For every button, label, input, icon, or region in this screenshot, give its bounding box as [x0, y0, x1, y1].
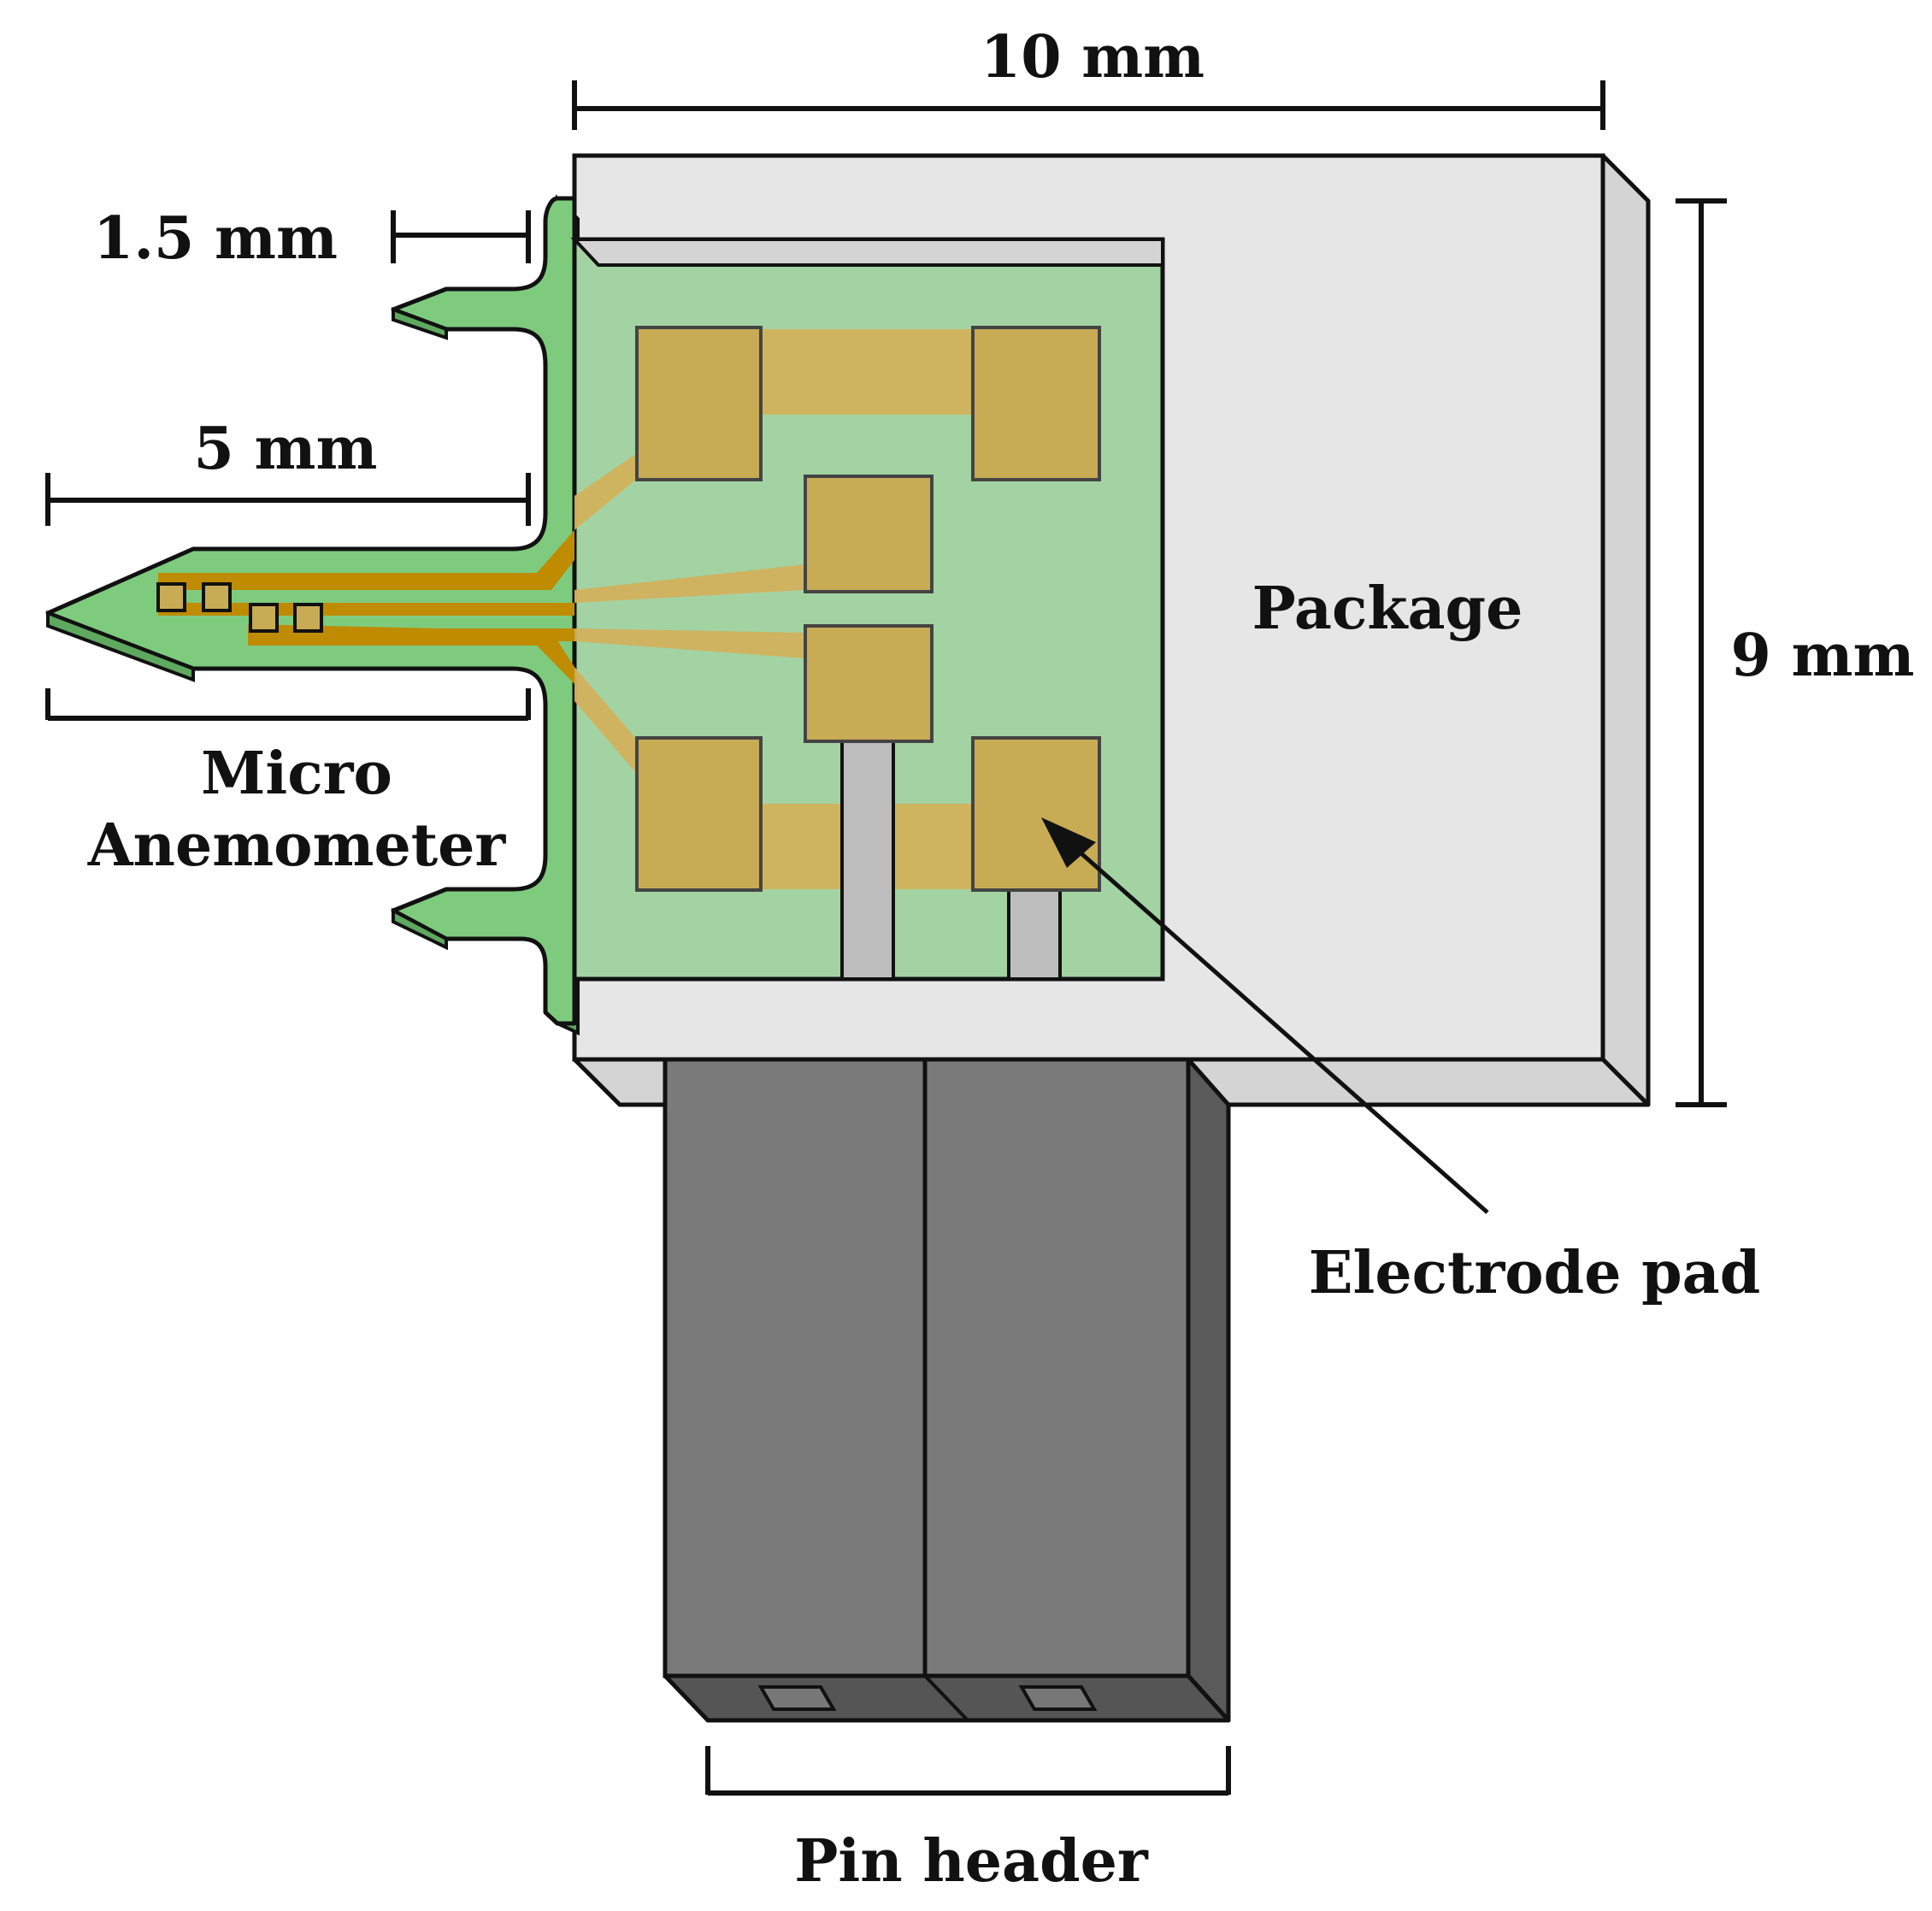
- electrode-pad: [971, 736, 1101, 892]
- electrode-arrow: [1041, 817, 1489, 1214]
- trace-group: [574, 329, 975, 889]
- pin-header-cell-right: [922, 1057, 1191, 1678]
- electrode-pad: [971, 326, 1101, 481]
- micro-bracket: [45, 688, 531, 721]
- pin-header-label: Pin header: [794, 1827, 1149, 1896]
- dim-width: [572, 80, 1605, 130]
- pin-metal: [1007, 888, 1062, 981]
- electrode-pad: [635, 736, 763, 892]
- micro-anemometer-label-line1: Micro: [201, 740, 392, 808]
- pin-hole: [1018, 1685, 1098, 1711]
- probe-dimension-label: 5 mm: [194, 415, 378, 483]
- pin-header: [663, 1057, 1231, 1723]
- electrode-pad: [804, 624, 934, 743]
- pin-header-cell-left: [663, 1057, 928, 1678]
- sensor-element: [202, 582, 232, 612]
- package-side-right: [1600, 153, 1651, 1107]
- pin-header-side: [1186, 1057, 1231, 1723]
- package-label: Package: [1252, 575, 1523, 643]
- electrode-pads: [635, 326, 1101, 892]
- sensor-element: [249, 603, 279, 633]
- electrode-pad: [804, 475, 934, 593]
- dim-probe: [45, 473, 531, 526]
- arrow-head: [1041, 817, 1096, 868]
- pin-header-bracket: [705, 1746, 1231, 1796]
- pin-metal: [840, 738, 895, 981]
- dim-tab: [391, 210, 531, 263]
- sensor-element: [293, 603, 323, 633]
- width-dimension-label: 10 mm: [981, 23, 1205, 91]
- height-dimension-label: 9 mm: [1731, 622, 1915, 690]
- tab-dimension-label: 1.5 mm: [93, 204, 338, 273]
- dimension-lines: [45, 80, 1727, 1796]
- dim-height: [1676, 198, 1727, 1107]
- electrode-pad-label: Electrode pad: [1309, 1239, 1761, 1307]
- electrode-pad: [635, 326, 763, 481]
- sensor-element: [156, 582, 186, 612]
- micro-anemometer-label-line2: Anemometer: [87, 811, 507, 880]
- probe-traces: [156, 530, 574, 684]
- pin-hole: [757, 1685, 837, 1711]
